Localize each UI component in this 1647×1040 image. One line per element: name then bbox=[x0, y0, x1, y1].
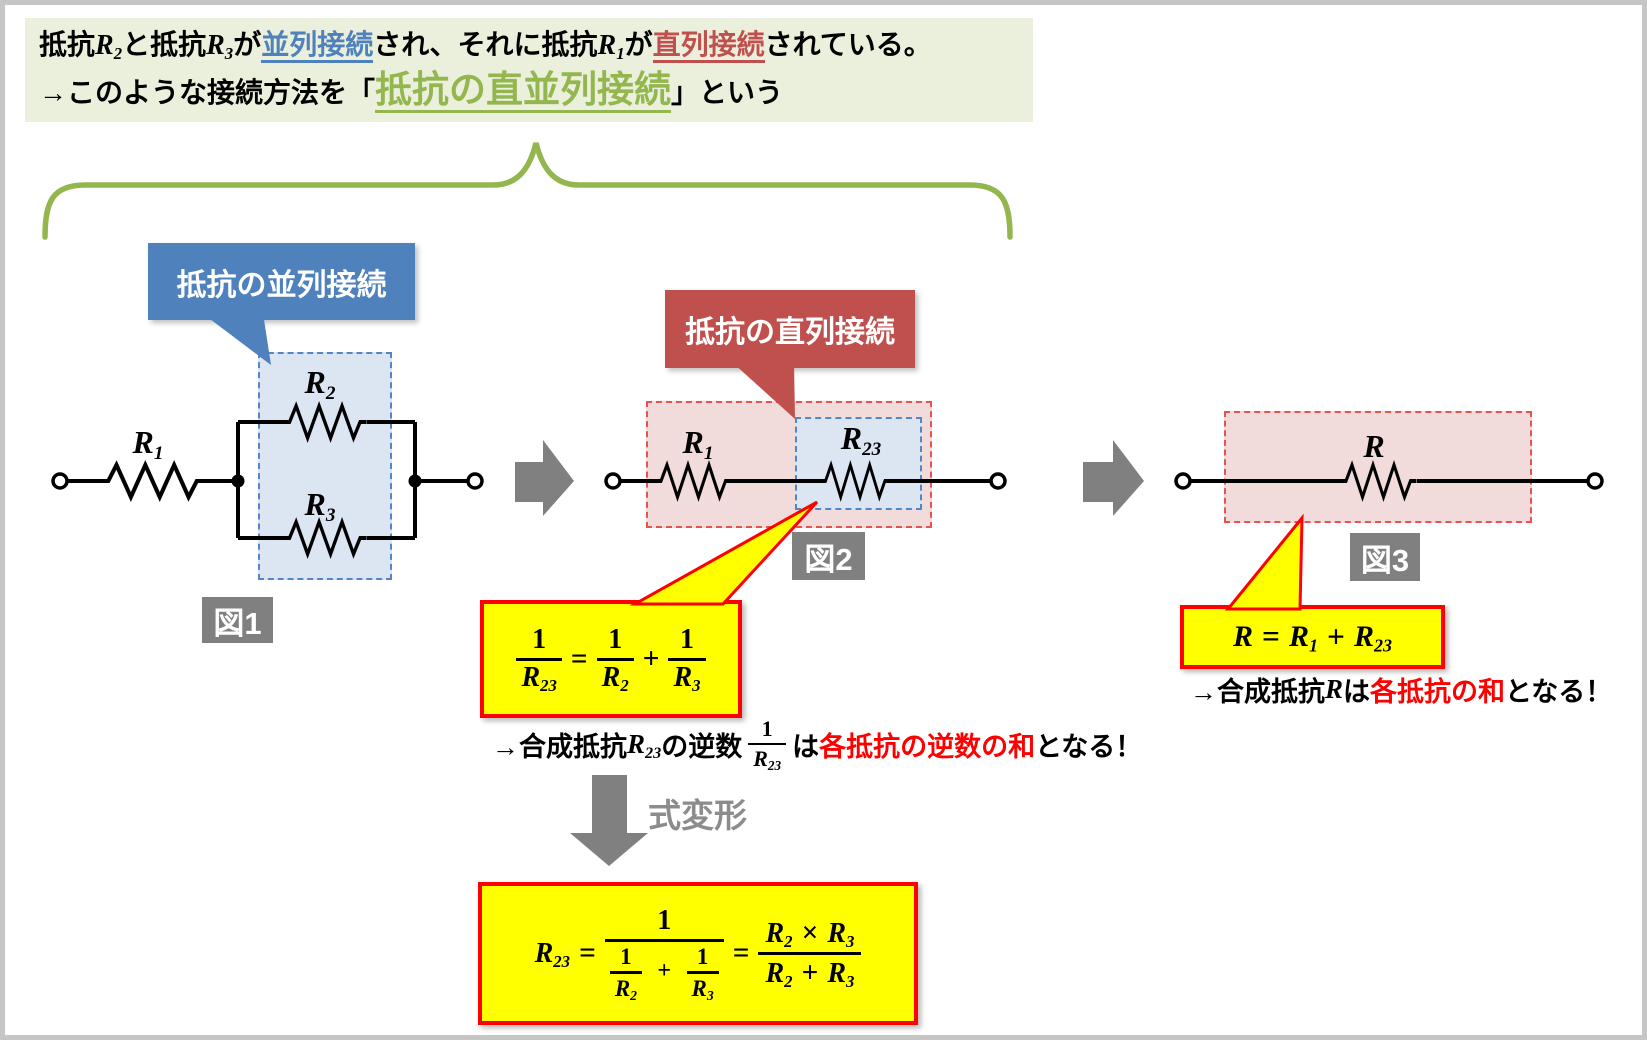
series-term: 直列接続 bbox=[652, 29, 765, 63]
note-text: は bbox=[1343, 676, 1371, 707]
math-R1: R1 bbox=[597, 30, 625, 64]
arrow-right-2 bbox=[1083, 440, 1144, 516]
math-R23: R23 bbox=[534, 937, 571, 971]
math-R23: R23 bbox=[1353, 620, 1392, 656]
fig1-r2-label: R2 bbox=[304, 364, 336, 404]
fig1-r1-label: R1 bbox=[132, 424, 164, 464]
junction-dot bbox=[231, 474, 245, 488]
intro-line-1: 抵抗R2と抵抗R3が並列接続され、それに抵抗R1が直列接続されている。 bbox=[39, 24, 1033, 67]
math-R1: R1 bbox=[1288, 620, 1318, 656]
intro-line-2: →このような接続方法を「抵抗の直並列接続」という bbox=[39, 67, 1033, 116]
terminal bbox=[604, 472, 622, 490]
product-over-sum-fraction: R2×R3 R2+R3 bbox=[758, 917, 862, 990]
terminal bbox=[466, 472, 484, 490]
intro-text: が bbox=[233, 29, 262, 60]
note-text: →合成抵抗 bbox=[1190, 676, 1325, 707]
transform-arrow-label: 式変形 bbox=[648, 797, 747, 834]
junction-dot bbox=[408, 474, 422, 488]
note-text: の逆数 bbox=[661, 731, 743, 762]
plus-sign: + bbox=[642, 642, 660, 675]
fig3-r-label: R bbox=[1363, 428, 1385, 464]
math-R2: R2 bbox=[95, 30, 123, 64]
note-text: →合成抵抗 bbox=[492, 731, 627, 762]
terminal bbox=[1586, 472, 1604, 490]
math-R3: R3 bbox=[206, 30, 234, 64]
math-R: R bbox=[1325, 673, 1344, 704]
note-highlight-red: 各抵抗の和 bbox=[1370, 676, 1506, 707]
intro-text: 抵抗 bbox=[39, 29, 96, 60]
resistor-fig1-r1 bbox=[100, 465, 205, 497]
fig2-r23-label: R23 bbox=[840, 420, 882, 460]
terminal bbox=[989, 472, 1007, 490]
equals-sign: = bbox=[570, 642, 588, 675]
plus-sign: + bbox=[1327, 619, 1345, 654]
intro-text: →このような接続方法を「 bbox=[39, 77, 376, 108]
fig3-label: 図3 bbox=[1350, 533, 1420, 581]
fig2-r1-label: R1 bbox=[682, 424, 714, 464]
intro-text: が bbox=[624, 29, 653, 60]
series-callout-label: 抵抗の直列接続 bbox=[685, 316, 895, 349]
intro-text: 」という bbox=[671, 77, 784, 108]
arrow-right-1 bbox=[515, 440, 574, 516]
equals-sign: = bbox=[1262, 619, 1280, 654]
sum-formula-box: R = R1 + R23 bbox=[1180, 605, 1445, 669]
terminal bbox=[1174, 472, 1192, 490]
note-text: となる！ bbox=[1505, 676, 1613, 707]
parallel-term: 並列接続 bbox=[261, 29, 374, 63]
parallel-callout-label: 抵抗の並列接続 bbox=[176, 268, 387, 302]
intro-text: されている。 bbox=[764, 29, 932, 60]
curly-brace bbox=[42, 142, 1013, 240]
intro-text: され、それに抵抗 bbox=[373, 29, 598, 60]
arrow-down-transform bbox=[570, 775, 648, 866]
note-highlight-red: 各抵抗の逆数の和 bbox=[819, 731, 1036, 762]
equals-sign: = bbox=[732, 937, 750, 969]
note-text: は bbox=[792, 731, 820, 762]
parallel-callout: 抵抗の並列接続 bbox=[148, 243, 415, 320]
terminal bbox=[51, 472, 69, 490]
math-R23: R23 bbox=[627, 728, 662, 762]
series-parallel-term: 抵抗の直並列接続 bbox=[375, 69, 672, 113]
note-text: となる！ bbox=[1035, 731, 1143, 762]
fig1-r3-label: R3 bbox=[304, 486, 336, 526]
series-callout: 抵抗の直列接続 bbox=[665, 290, 915, 368]
fig1-label: 図1 bbox=[202, 597, 273, 643]
fig2-label: 図2 bbox=[792, 532, 865, 580]
sum-box-tail bbox=[1224, 513, 1304, 611]
math-R: R bbox=[1233, 620, 1254, 653]
intro-header-box: 抵抗R2と抵抗R3が並列接続され、それに抵抗R1が直列接続されている。 →このよ… bbox=[25, 18, 1033, 122]
intro-text: と抵抗 bbox=[122, 29, 207, 60]
equals-sign: = bbox=[579, 937, 596, 969]
